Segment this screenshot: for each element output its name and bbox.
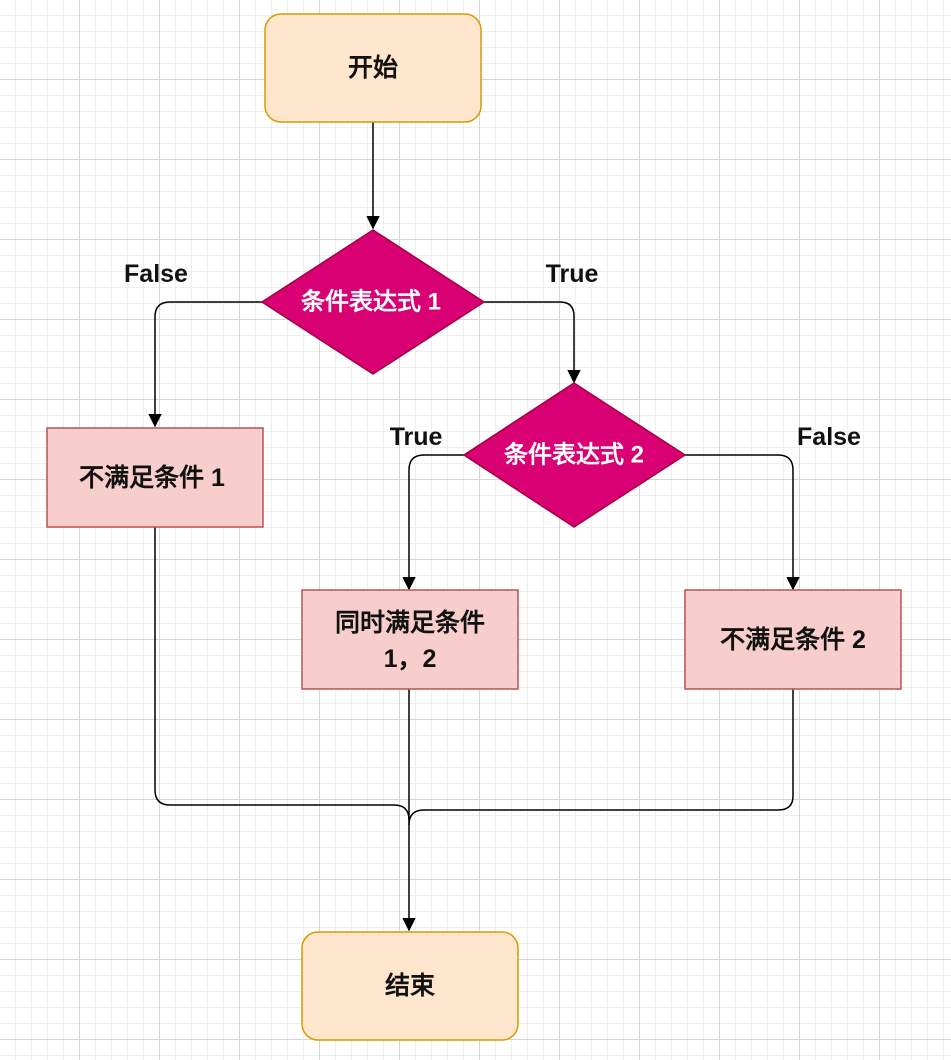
condition-1-true-label: True (546, 260, 599, 288)
condition-1-decision[interactable]: 条件表达式 1 (260, 229, 486, 375)
condition-2-true-label: True (390, 423, 443, 451)
condition-2-label: 条件表达式 2 (504, 442, 644, 469)
edge-not-cond2-to-end (408, 689, 794, 826)
start-node[interactable]: 开始 (264, 13, 482, 123)
condition-2-false-label: False (797, 423, 861, 451)
end-node[interactable]: 结束 (301, 931, 519, 1041)
condition-1-label: 条件表达式 1 (301, 289, 441, 316)
edge-cond1-false (148, 301, 262, 428)
both-conditions-box[interactable]: 同时满足条件 1，2 (301, 589, 519, 690)
both-conditions-label-line2: 1，2 (384, 645, 437, 673)
both-conditions-label-line1: 同时满足条件 (335, 609, 485, 637)
edge-cond1-true (484, 301, 581, 384)
not-condition-1-box[interactable]: 不满足条件 1 (46, 427, 264, 528)
not-condition-2-label: 不满足条件 2 (720, 626, 866, 654)
edge-cond2-true (402, 454, 464, 591)
not-condition-1-label: 不满足条件 1 (79, 464, 225, 492)
edge-not-cond1-to-end (154, 527, 410, 821)
condition-1-false-label: False (124, 260, 188, 288)
edge-cond2-false (685, 454, 800, 591)
condition-2-decision[interactable]: 条件表达式 2 (462, 382, 687, 528)
start-label: 开始 (348, 54, 398, 82)
not-condition-2-box[interactable]: 不满足条件 2 (684, 589, 902, 690)
end-label: 结束 (385, 972, 436, 1000)
